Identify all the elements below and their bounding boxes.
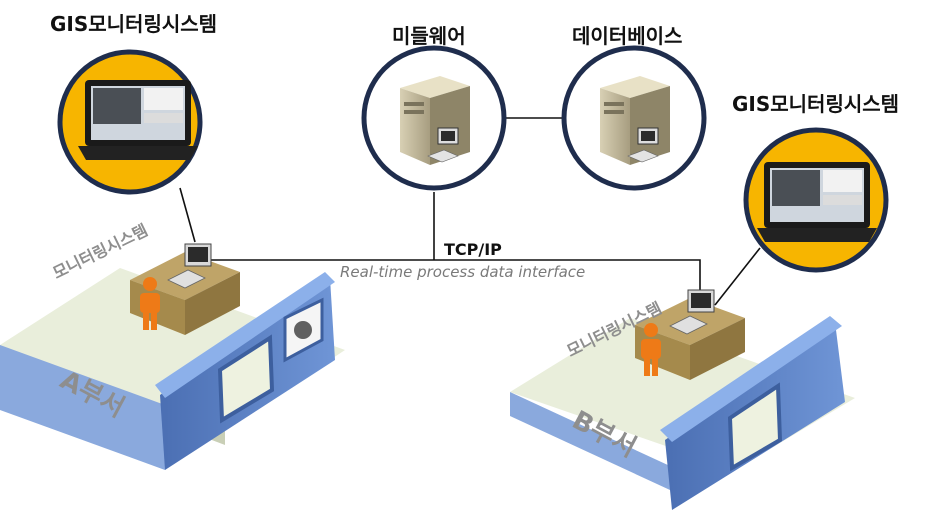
gis-left-node — [57, 49, 203, 195]
person-a-icon — [140, 277, 160, 330]
laptop-left-icon — [78, 80, 198, 160]
gis-right-label: GIS모니터링시스템 — [732, 92, 900, 116]
middleware-label: 미들웨어 — [392, 24, 466, 48]
network-lines — [179, 117, 761, 306]
window-a — [217, 334, 275, 424]
database-node — [561, 45, 707, 191]
server-middleware-icon — [400, 76, 470, 165]
protocol-label: TCP/IP — [444, 240, 502, 259]
window-b — [727, 382, 783, 472]
laptop-right-icon — [757, 162, 877, 242]
sign-a-icon — [283, 297, 324, 363]
server-database-icon — [600, 76, 670, 165]
department-a-room — [0, 243, 345, 470]
interface-label: Real-time process data interface — [340, 263, 586, 281]
department-b-room — [510, 289, 855, 510]
person-b-icon — [641, 323, 661, 376]
middleware-node — [361, 45, 507, 191]
gis-left-label: GIS모니터링시스템 — [50, 12, 218, 36]
computer-a-icon — [167, 243, 212, 289]
gis-right-node — [743, 127, 889, 273]
database-label: 데이터베이스 — [572, 24, 683, 48]
computer-b-icon — [669, 289, 715, 335]
